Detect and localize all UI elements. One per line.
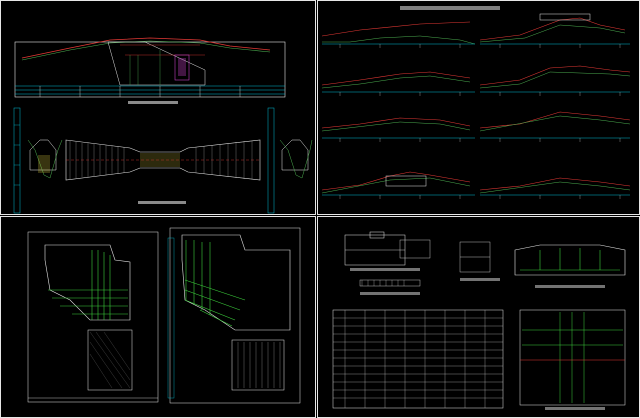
top-right-profiles (321, 6, 631, 199)
top-left-plan-view (13, 107, 313, 214)
top-left-long-section (14, 37, 286, 104)
bottom-left-sections (27, 227, 301, 404)
sheet-top-left[interactable] (0, 0, 316, 215)
bottom-right-details (332, 231, 626, 410)
